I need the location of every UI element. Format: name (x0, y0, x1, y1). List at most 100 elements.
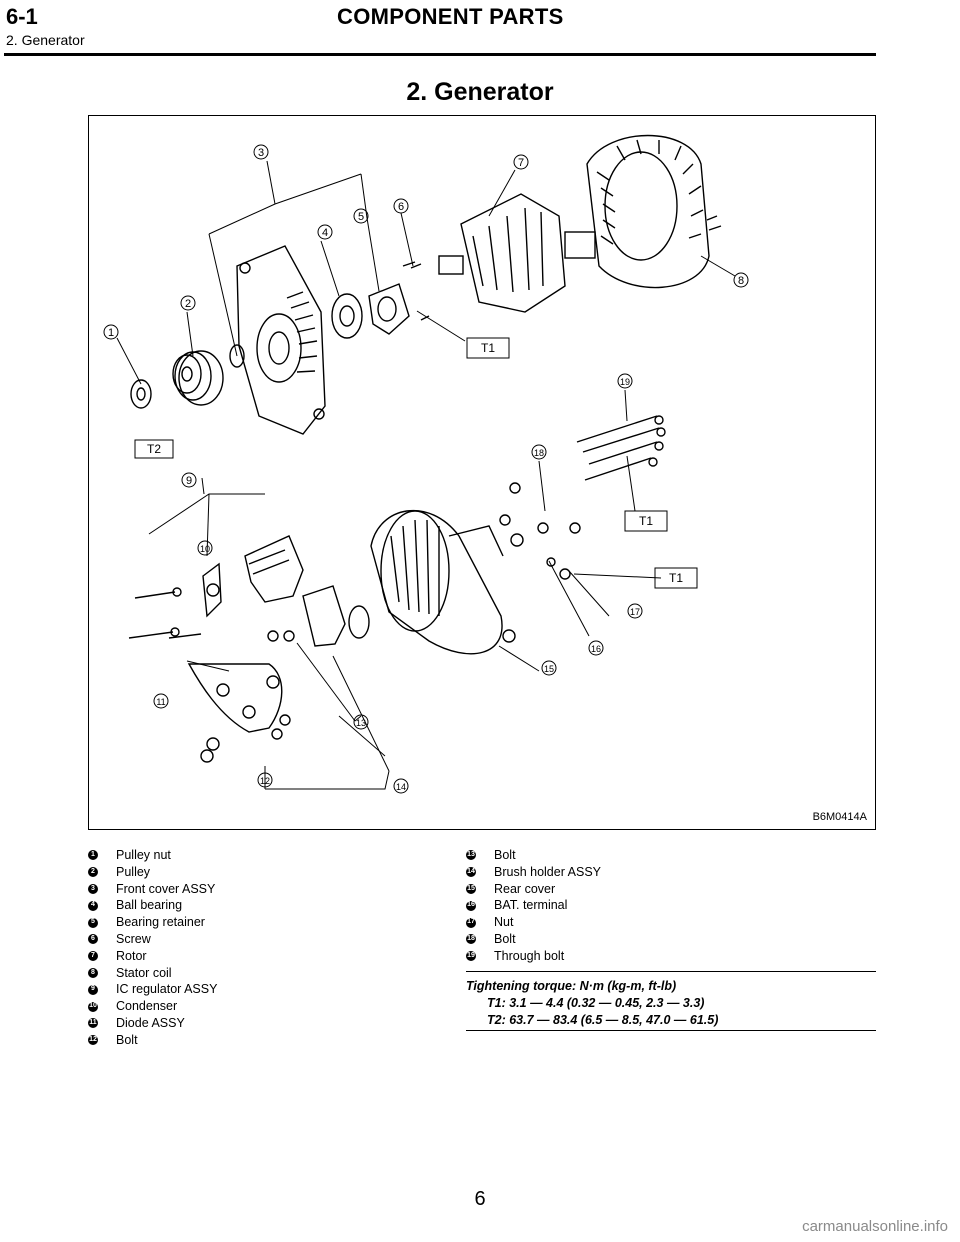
item-name: Pulley (116, 864, 151, 879)
list-item: 8 Stator coil (88, 965, 448, 982)
rotor-shape (438, 193, 596, 313)
item-name: Through bolt (494, 948, 565, 963)
list-item: 17 Nut (466, 914, 876, 931)
item-name: Diode ASSY (116, 1015, 185, 1030)
torque-boxes (134, 337, 698, 589)
svg-text:2: 2 (185, 298, 191, 310)
torque-t2: T2: 63.7 — 83.4 (6.5 — 8.5, 47.0 — 61.5) (487, 1013, 719, 1027)
item-number: 5 (88, 917, 98, 928)
svg-text:18: 18 (534, 448, 544, 458)
torque-bottom-rule (466, 1030, 876, 1031)
bearing-retainer-shape (368, 261, 430, 335)
pulley-shape (172, 350, 224, 406)
generator-exploded-diagram: 1 2 3 4 5 6 7 8 9 10 11 12 13 14 15 16 1… (103, 134, 749, 794)
svg-text:1: 1 (108, 327, 114, 339)
section-number: 6-1 (6, 4, 38, 29)
svg-text:4: 4 (322, 227, 328, 239)
svg-text:9: 9 (186, 475, 192, 487)
list-item: 3 Front cover ASSY (88, 881, 448, 898)
bolts-nuts-shape (499, 482, 581, 580)
svg-text:17: 17 (630, 607, 640, 617)
item-name: Rear cover (494, 881, 556, 896)
svg-text:T2: T2 (147, 442, 161, 456)
condenser-bolts-shape (128, 587, 202, 639)
svg-text:T1: T1 (639, 514, 653, 528)
item-number: 3 (88, 883, 98, 894)
bottom-bolts-shape (200, 630, 295, 763)
svg-text:10: 10 (200, 544, 210, 554)
diode-assy-shape (187, 663, 283, 733)
svg-text:16: 16 (591, 644, 601, 654)
svg-text:T1: T1 (669, 571, 683, 585)
item-number: 15 (466, 883, 476, 894)
item-number: 19 (466, 951, 476, 962)
list-item: 7 Rotor (88, 948, 448, 965)
item-name: IC regulator ASSY (116, 982, 218, 997)
item-name: Ball bearing (116, 898, 183, 913)
through-bolts-shape (576, 415, 666, 481)
item-number: 7 (88, 951, 98, 962)
svg-text:T1: T1 (481, 341, 495, 355)
front-cover-shape (229, 245, 326, 435)
item-name: Stator coil (116, 965, 172, 980)
item-number: 8 (88, 967, 98, 978)
figure-code: B6M0414A (812, 811, 867, 823)
stator-coil-shape (586, 134, 722, 289)
svg-text:19: 19 (620, 377, 630, 387)
item-name: Bolt (116, 1032, 138, 1047)
pulley-nut-shape (130, 379, 152, 409)
item-name: Brush holder ASSY (494, 864, 602, 879)
svg-text:14: 14 (396, 782, 406, 792)
item-name: Condenser (116, 999, 178, 1014)
svg-text:5: 5 (358, 211, 364, 223)
watermark[interactable]: carmanualsonline.info (802, 1218, 948, 1235)
item-number: 17 (466, 917, 476, 928)
callout-labels: 1 2 3 4 5 6 7 8 9 10 11 12 13 14 15 16 1… (108, 147, 744, 792)
bearing-shape (331, 293, 363, 339)
svg-text:12: 12 (260, 776, 270, 786)
leader-lines (116, 160, 736, 790)
item-number: 9 (88, 984, 98, 995)
brush-holder-shape (302, 585, 370, 647)
item-name: Nut (494, 915, 514, 930)
exploded-view-figure: 1 2 3 4 5 6 7 8 9 10 11 12 13 14 15 16 1… (88, 115, 876, 830)
list-item: 5 Bearing retainer (88, 914, 448, 931)
list-item: 19 Through bolt (466, 948, 876, 965)
svg-text:13: 13 (356, 718, 366, 728)
svg-text:7: 7 (518, 157, 524, 169)
item-number: 2 (88, 867, 98, 878)
rear-cover-shape (370, 509, 516, 655)
svg-text:6: 6 (398, 201, 404, 213)
torque-top-rule (466, 971, 876, 972)
list-item: 11 Diode ASSY (88, 1015, 448, 1032)
svg-text:15: 15 (544, 664, 554, 674)
item-number: 14 (466, 867, 476, 878)
header-rule (4, 53, 876, 56)
item-number: 11 (88, 1018, 98, 1029)
item-name: Rotor (116, 948, 147, 963)
header-subtitle: 2. Generator (6, 32, 85, 48)
item-name: Screw (116, 931, 151, 946)
item-number: 16 (466, 900, 476, 911)
svg-text:11: 11 (156, 697, 165, 707)
item-name: Pulley nut (116, 848, 171, 862)
item-number: 1 (88, 850, 98, 861)
item-name: Front cover ASSY (116, 881, 216, 896)
item-name: Bolt (494, 931, 516, 946)
torque-heading: Tightening torque: N·m (kg-m, ft-lb) (466, 979, 677, 993)
torque-t1: T1: 3.1 — 4.4 (0.32 — 0.45, 2.3 — 3.3) (487, 996, 705, 1010)
page-number: 6 (474, 1188, 486, 1210)
section-title: 2. Generator (406, 78, 554, 106)
list-item: 14 Brush holder ASSY (466, 864, 876, 881)
list-item: 9 IC regulator ASSY (88, 981, 448, 998)
svg-text:3: 3 (258, 147, 264, 159)
item-name: Bearing retainer (116, 915, 205, 930)
item-name: Bolt (494, 848, 516, 862)
